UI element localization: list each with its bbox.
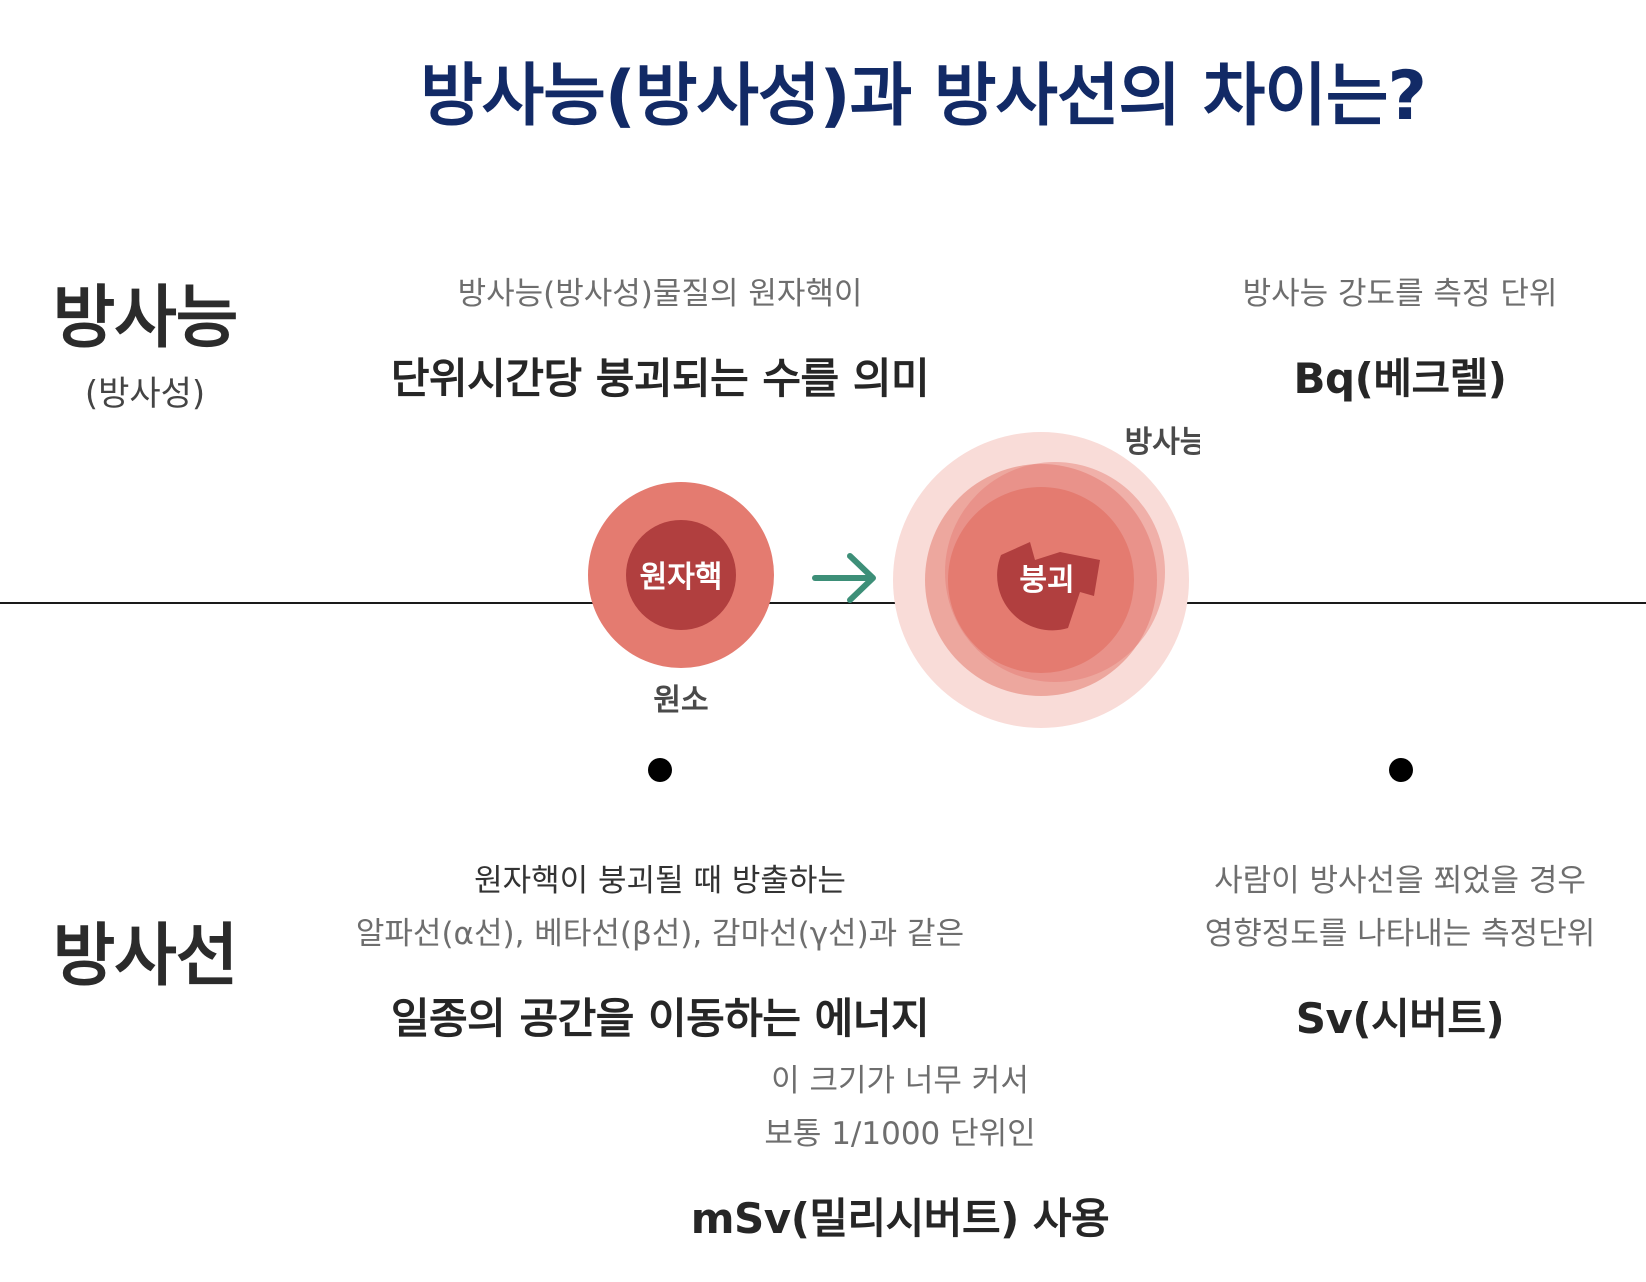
radioactivity-definition-sub: 방사능(방사성)물질의 원자핵이 [457,276,863,312]
note-sub-1: 이 크기가 너무 커서 [771,1063,1029,1099]
radiation-definition-main: 일종의 공간을 이동하는 에너지 [390,994,930,1043]
radiation-definition-sub-1: 원자핵이 붕괴될 때 방출하는 [474,863,846,899]
radiation-definition-sub-2: 알파선(α선), 베타선(β선), 감마선(γ선)과 같은 [355,916,965,952]
radioactivity-unit-main: Bq(베크렐) [1293,354,1507,403]
bullet-dot [1389,758,1413,782]
nucleus-label: 원자핵 [640,560,723,595]
radioactivity-unit-sub: 방사능 강도를 측정 단위 [1242,276,1558,312]
arrow-right-icon [812,553,876,603]
note-sub-2: 보통 1/1000 단위인 [764,1116,1036,1152]
nucleus-circle [588,482,774,668]
radiation-unit-sub-1: 사람이 방사선을 쬐었을 경우 [1214,863,1586,899]
radioactivity-sublabel: (방사성) [84,374,206,414]
divider-line [0,602,1646,604]
decay-diagram: 원자핵 붕괴 방사능 원소 [588,425,1200,728]
element-label: 원소 [653,683,708,718]
note-main: mSv(밀리시버트) 사용 [690,1194,1110,1243]
radiation-unit-main: Sv(시버트) [1295,994,1505,1043]
radioactivity-label: 방사능 [52,279,239,358]
radioactivity-definition-main: 단위시간당 붕괴되는 수를 의미 [390,354,930,403]
page-title: 방사능(방사성)과 방사선의 차이는? [420,57,1427,136]
radioactivity-diagram-label: 방사능 [1125,425,1200,460]
bullet-dot [648,758,672,782]
radiation-label: 방사선 [52,917,239,996]
radiation-unit-sub-2: 영향정도를 나타내는 측정단위 [1204,916,1596,952]
decay-label: 붕괴 [1019,563,1074,598]
decay-circle [893,432,1189,728]
